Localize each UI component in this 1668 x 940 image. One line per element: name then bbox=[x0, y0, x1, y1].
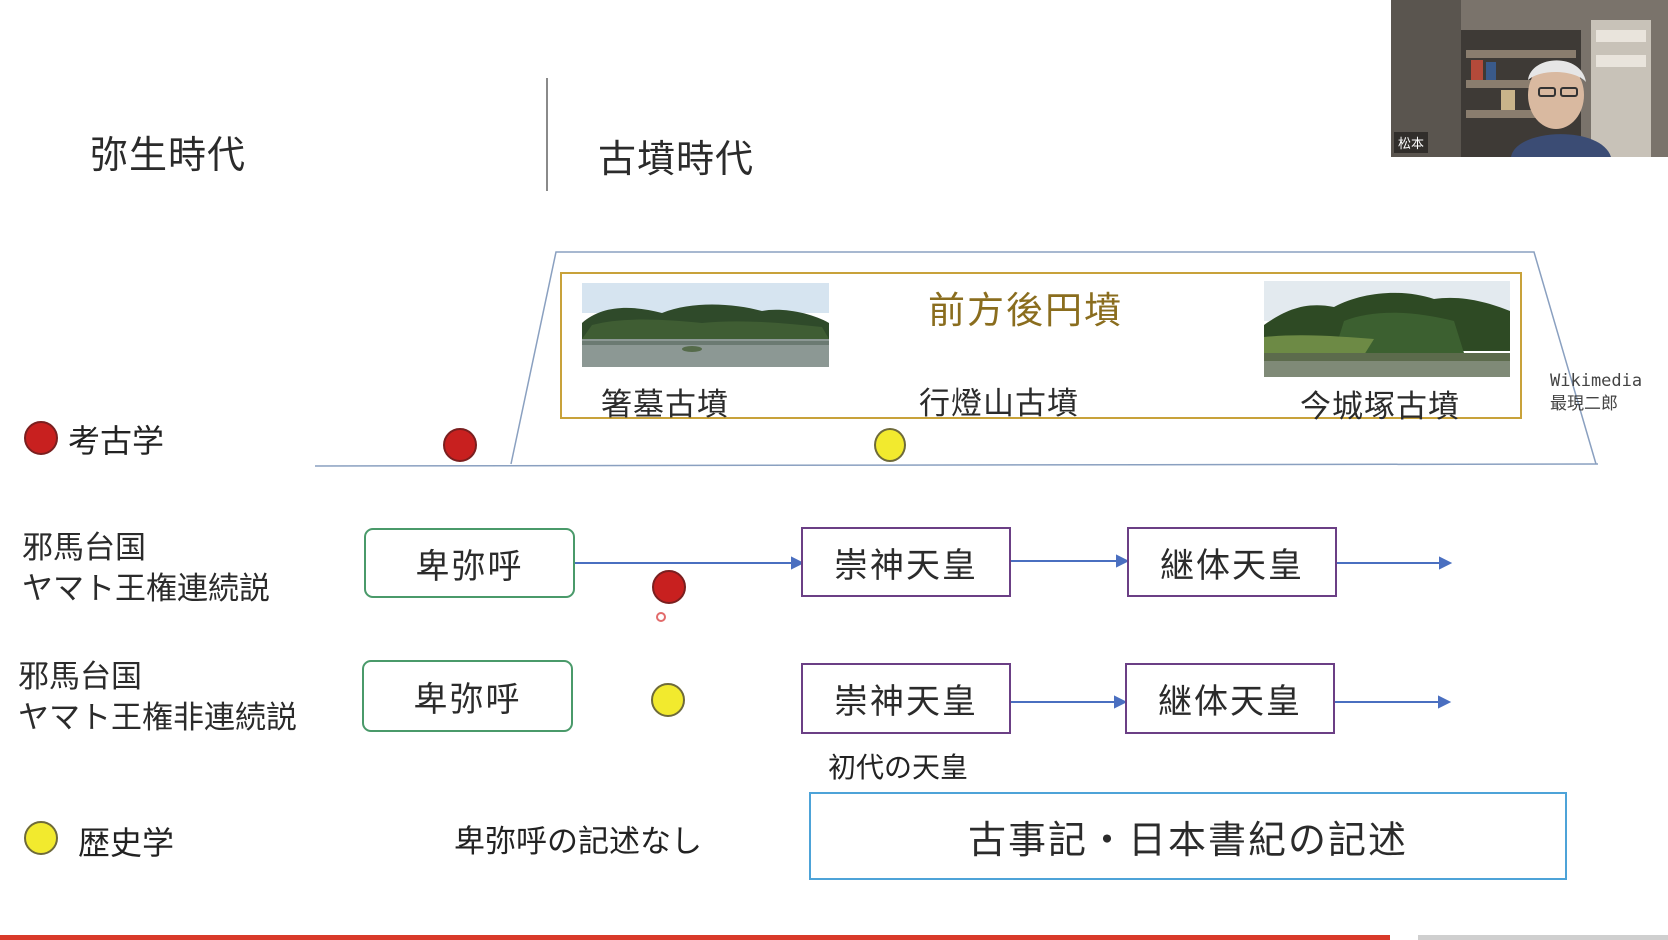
no-himiko-record-note: 卑弥呼の記述なし bbox=[454, 824, 702, 860]
progress-bar-fill bbox=[0, 935, 1390, 940]
arrows-continuous bbox=[575, 554, 1453, 570]
row-label-continuous-line2: ヤマト王権連続説 bbox=[22, 571, 270, 607]
participant-video-tile[interactable]: 松本 bbox=[1391, 0, 1668, 157]
keitai-box-continuous: 継体天皇 bbox=[1127, 527, 1337, 597]
history-dot-discontinuous bbox=[651, 683, 685, 717]
tomb-panel bbox=[560, 272, 1522, 419]
archaeology-dot-yayoi bbox=[443, 428, 477, 462]
imashirozuka-photo bbox=[1264, 281, 1510, 377]
era-kofun-label: 古墳時代 bbox=[598, 137, 755, 181]
keitai-box-discontinuous: 継体天皇 bbox=[1125, 663, 1335, 734]
himiko-box-continuous: 卑弥呼 bbox=[364, 528, 575, 598]
photo-credit-source: Wikimedia bbox=[1550, 371, 1643, 391]
timeline-baseline bbox=[314, 463, 1599, 467]
hashihaka-photo bbox=[582, 283, 829, 367]
tomb-name-imashirozuka: 今城塚古墳 bbox=[1300, 389, 1460, 425]
row-label-discontinuous: 邪馬台国 ヤマト王権非連続説 bbox=[18, 657, 297, 739]
kojiki-nihonshoki-box: 古事記・日本書紀の記述 bbox=[809, 792, 1567, 880]
tomb-name-hashihaka: 箸墓古墳 bbox=[601, 387, 729, 423]
era-divider bbox=[546, 78, 548, 191]
archaeology-dot-continuous bbox=[652, 570, 686, 604]
photo-credit: Wikimedia 最現二郎 bbox=[1550, 370, 1642, 416]
tomb-name-andonyama: 行燈山古墳 bbox=[919, 386, 1079, 422]
legend-archaeology-label: 考古学 bbox=[68, 422, 165, 460]
kofun-trapezoid bbox=[510, 251, 1597, 465]
history-dot-kofun bbox=[874, 428, 906, 462]
era-yayoi-label: 弥生時代 bbox=[90, 133, 247, 177]
sujin-box-continuous: 崇神天皇 bbox=[801, 527, 1011, 597]
photo-credit-author: 最現二郎 bbox=[1550, 394, 1618, 414]
row-label-continuous: 邪馬台国 ヤマト王権連続説 bbox=[22, 528, 270, 610]
row-label-discontinuous-line1: 邪馬台国 bbox=[18, 659, 142, 695]
progress-bar-track bbox=[1418, 935, 1668, 940]
tomb-panel-title: 前方後円墳 bbox=[928, 289, 1123, 332]
row-label-discontinuous-line2: ヤマト王権非連続説 bbox=[18, 700, 297, 736]
legend-history-label: 歴史学 bbox=[78, 824, 175, 862]
participant-name: 松本 bbox=[1394, 132, 1429, 153]
himiko-box-discontinuous: 卑弥呼 bbox=[362, 660, 573, 732]
arrows-discontinuous bbox=[1011, 695, 1452, 709]
first-emperor-note: 初代の天皇 bbox=[828, 751, 969, 784]
sujin-box-discontinuous: 崇神天皇 bbox=[801, 663, 1011, 734]
legend-history-dot bbox=[24, 821, 58, 855]
legend-archaeology-dot bbox=[24, 421, 58, 455]
cursor-marker bbox=[656, 612, 666, 622]
row-label-continuous-line1: 邪馬台国 bbox=[22, 530, 146, 566]
participant-video-feed bbox=[1391, 0, 1668, 157]
